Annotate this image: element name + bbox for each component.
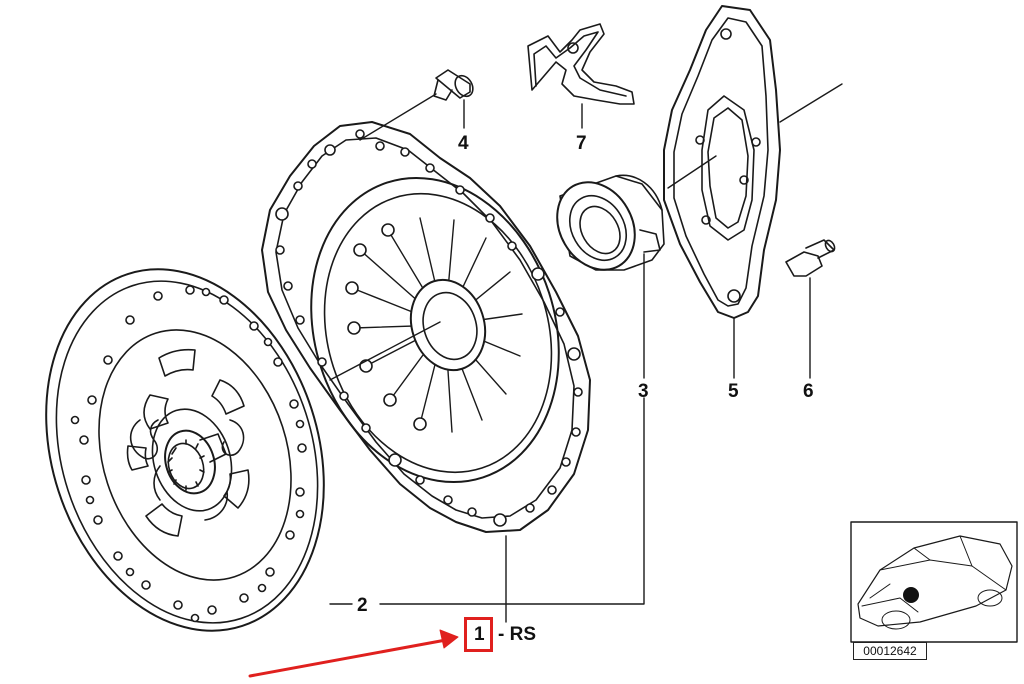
callout-3: 3 bbox=[638, 381, 649, 402]
callout-4: 4 bbox=[458, 133, 469, 154]
bolt bbox=[433, 69, 474, 101]
location-thumbnail bbox=[850, 521, 1018, 643]
clutch-disc bbox=[45, 268, 325, 632]
reference-code: 00012642 bbox=[853, 642, 927, 660]
callout-5: 5 bbox=[728, 381, 739, 402]
release-bearing bbox=[556, 174, 665, 271]
callout-6: 6 bbox=[803, 381, 814, 402]
callout-1-suffix: - RS bbox=[498, 624, 536, 645]
pressure-plate bbox=[261, 121, 591, 533]
callout-2: 2 bbox=[357, 595, 368, 616]
leader-lines bbox=[329, 83, 843, 623]
retaining-clip bbox=[527, 23, 635, 105]
guide-pin bbox=[785, 239, 836, 277]
callout-1: 1 bbox=[474, 624, 485, 645]
red-arrow bbox=[248, 629, 459, 678]
highlight-box bbox=[464, 617, 493, 652]
guide-plate bbox=[663, 5, 781, 319]
callout-7: 7 bbox=[576, 133, 587, 154]
